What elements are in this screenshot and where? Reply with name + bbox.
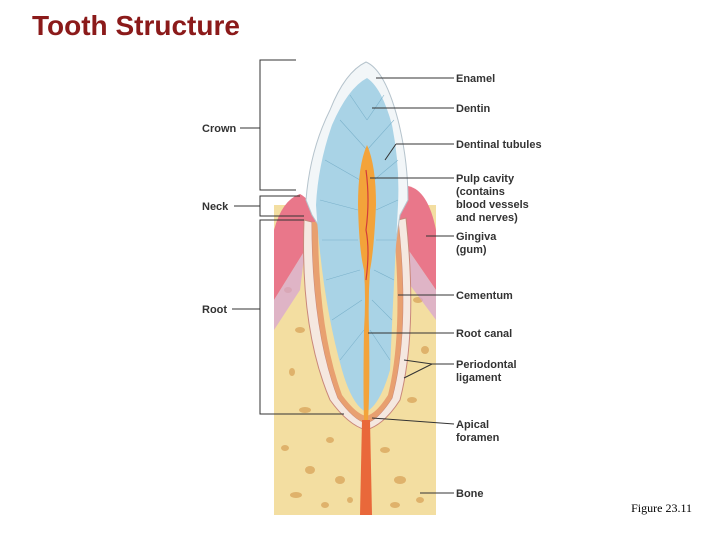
pulp-cavity [358, 145, 376, 420]
label-dentin: Dentin [456, 103, 491, 115]
label-crown: Crown [202, 123, 237, 135]
label-pulp-cavity-1: Pulp cavity [456, 173, 515, 185]
label-root: Root [202, 304, 227, 316]
label-pulp-cavity-4: and nerves) [456, 212, 518, 224]
page-title: Tooth Structure [32, 10, 240, 41]
label-enamel: Enamel [456, 73, 495, 85]
dentinal-tubules [319, 94, 399, 361]
dentin-layer [316, 78, 399, 412]
left-brackets [232, 59, 344, 415]
figure-caption: Figure 23.11 [631, 501, 692, 515]
label-pulp-cavity-2: (contains [456, 186, 505, 198]
label-root-canal: Root canal [456, 328, 512, 340]
right-leaders [368, 77, 455, 494]
label-pulp-cavity-3: blood vessels [456, 199, 529, 211]
label-gingiva-1: Gingiva [456, 231, 497, 243]
label-neck: Neck [202, 201, 229, 213]
label-periodontal-1: Periodontal [456, 359, 517, 371]
label-gingiva-2: (gum) [456, 244, 487, 256]
label-dentinal-tubules: Dentinal tubules [456, 139, 542, 151]
label-cementum: Cementum [456, 290, 513, 302]
label-periodontal-2: ligament [456, 372, 502, 384]
label-apical-2: foramen [456, 432, 500, 444]
root-canal-extension [360, 420, 372, 515]
label-bone: Bone [456, 488, 484, 500]
label-apical-1: Apical [456, 419, 489, 431]
